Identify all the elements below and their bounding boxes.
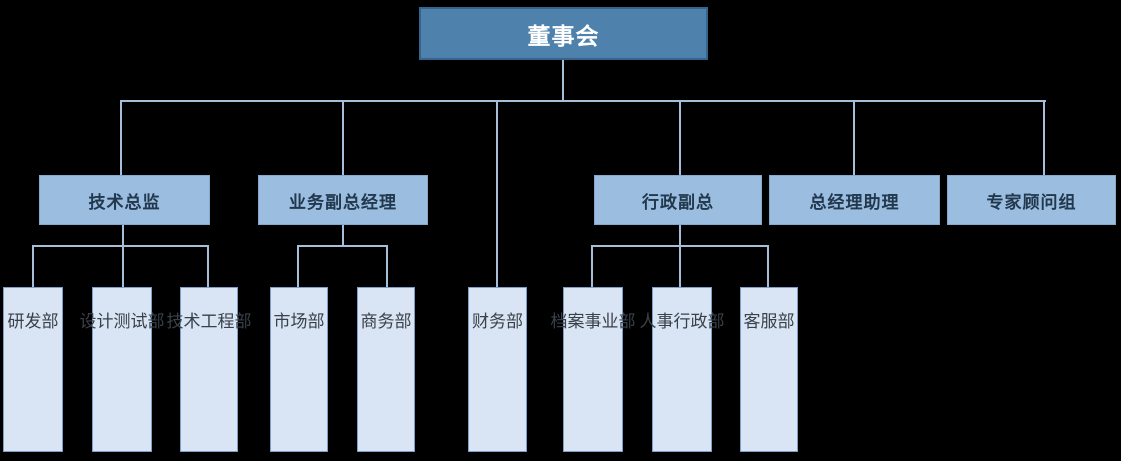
connector-drop-tech-director xyxy=(120,100,122,175)
connector-drop-admin-deputy xyxy=(679,100,681,175)
org-node-business-deputy-gm: 业务副总经理 xyxy=(258,175,428,225)
org-node-admin-deputy: 行政副总 xyxy=(594,175,762,225)
org-node-finance-dept: 财务部 xyxy=(468,287,527,452)
org-node-expert-advisors: 专家顾问组 xyxy=(947,175,1116,225)
org-node-tech-engineering-dept: 技术工程部 xyxy=(167,287,252,452)
connector-admin-sub-horizontal xyxy=(591,245,769,247)
connector-main-horizontal xyxy=(120,100,1046,102)
connector-drop-archives-dept xyxy=(591,245,593,287)
connector-drop-tech-engineering-dept xyxy=(207,245,209,287)
org-node-gm-assistant: 总经理助理 xyxy=(769,175,940,225)
org-node-customer-service-dept: 客服部 xyxy=(740,287,798,452)
org-node-archives-dept: 档案事业部 xyxy=(551,287,636,452)
org-node-marketing-dept: 市场部 xyxy=(270,287,328,452)
org-node-rd-dept: 研发部 xyxy=(3,287,63,452)
connector-business-sub-horizontal xyxy=(297,245,388,247)
org-node-design-test-dept: 设计测试部 xyxy=(80,287,165,452)
connector-drop-expert-advisors xyxy=(1043,100,1045,175)
org-node-commerce-dept: 商务部 xyxy=(357,287,415,452)
connector-drop-commerce-dept xyxy=(386,245,388,287)
connector-tech-sub-horizontal xyxy=(32,245,209,247)
connector-admin-riser-to-hr-admin xyxy=(679,225,681,287)
org-node-tech-director: 技术总监 xyxy=(39,175,210,225)
connector-drop-marketing-dept xyxy=(297,245,299,287)
org-node-hr-admin-dept: 人事行政部 xyxy=(640,287,725,452)
org-node-board: 董事会 xyxy=(419,7,708,60)
connector-drop-gm-assistant xyxy=(853,100,855,175)
connector-drop-finance-dept xyxy=(496,100,498,287)
connector-root-riser xyxy=(562,60,564,101)
connector-drop-business-deputy xyxy=(342,100,344,175)
connector-tech-riser-to-design-test xyxy=(122,225,124,287)
connector-drop-customer-service-dept xyxy=(767,245,769,287)
connector-drop-rd-dept xyxy=(32,245,34,287)
connector-business-riser xyxy=(342,225,344,246)
